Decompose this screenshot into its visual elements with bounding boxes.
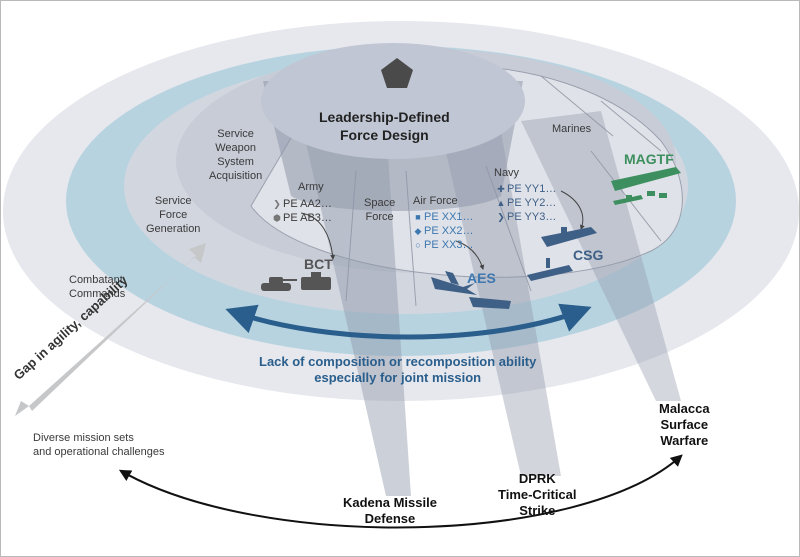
gap-arrow [29, 243, 206, 411]
airforce-pe-item: ○PE XX3… [412, 238, 473, 252]
leadership-top [261, 43, 525, 159]
composition-arrow [225, 303, 592, 340]
mission-dprk: DPRK Time-Critical Strike [498, 471, 577, 518]
carrier-ship-icon [541, 227, 597, 247]
diverse-label: Diverse mission sets and operational cha… [33, 432, 165, 458]
mission-kadena: Kadena Missile Defense [343, 495, 437, 526]
sector-divider [600, 100, 662, 152]
hexagon-icon: ⬢ [273, 213, 281, 223]
service-space-force: Space Force [364, 197, 396, 223]
acquisition-label: Service Weapon System Acquisition [209, 128, 263, 182]
square-icon: ■ [415, 212, 421, 222]
unit-aes: AES [467, 270, 496, 286]
combatant-label: Combatant Commands [69, 274, 126, 300]
cross-icon: ✚ [497, 184, 505, 194]
army-pe-item: ❯PE AA2… [271, 197, 332, 211]
page-title: Leadership-Defined Force Design [319, 108, 450, 144]
navy-pe-list: ✚PE YY1… ▲PE YY2… ❯PE YY3… [495, 182, 557, 224]
gap-arrow-tail [15, 401, 29, 416]
army-pe-item: ⬢PE AB3… [271, 211, 332, 225]
chevron-icon: ❯ [497, 212, 505, 222]
beam-malacca [521, 111, 681, 401]
airforce-pe-item: ■PE XX1… [412, 210, 473, 224]
chevron-icon: ❯ [273, 199, 281, 209]
airforce-connector [455, 240, 485, 270]
service-navy: Navy [494, 167, 520, 179]
mission-arc [118, 454, 683, 529]
unit-bct: BCT [304, 256, 333, 272]
title-text: Leadership-Defined Force Design [319, 109, 450, 143]
unit-magtf: MAGTF [624, 151, 674, 167]
carrier-icon [469, 297, 511, 309]
unit-csg: CSG [573, 247, 604, 263]
airforce-pe-list: ■PE XX1… ◆PE XX2… ○PE XX3… [412, 210, 474, 252]
service-marines: Marines [552, 123, 592, 135]
aircraft-icon [431, 271, 477, 295]
navy-pe-item: ▲PE YY2… [496, 197, 557, 209]
mission-malacca: Malacca Surface Warfare [659, 401, 710, 448]
navy-pe-item: ❯PE YY3… [495, 210, 556, 224]
destroyer-icon [527, 258, 573, 281]
service-air-force: Air Force [413, 195, 458, 207]
amphibious-ship-icon [611, 167, 681, 205]
sector-divider [540, 75, 614, 137]
navy-pe-item: ✚PE YY1… [495, 182, 556, 196]
army-connector [300, 212, 336, 260]
circle-icon: ○ [415, 240, 421, 250]
triangle-icon: ▲ [496, 198, 506, 208]
army-pe-list: ❯PE AA2… ⬢PE AB3… [271, 197, 332, 225]
navy-connector [560, 190, 585, 230]
service-army: Army [298, 181, 324, 193]
airforce-pe-item: ◆PE XX2… [412, 224, 474, 238]
diamond-icon: ◆ [414, 226, 422, 236]
generation-label: Service Force Generation [146, 195, 201, 235]
composition-label: Lack of composition or recomposition abi… [259, 354, 537, 385]
tank-icon [261, 272, 331, 291]
pentagon-icon [381, 58, 413, 88]
